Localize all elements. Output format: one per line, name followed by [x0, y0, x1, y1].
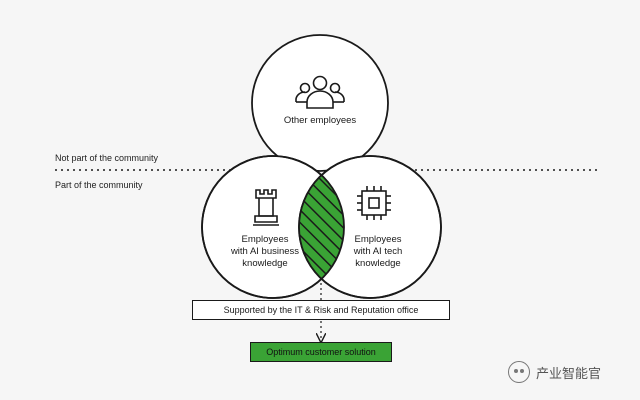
wechat-logo-icon: [508, 361, 530, 383]
solution-box: Optimum customer solution: [250, 342, 392, 362]
watermark: 产业智能官: [508, 360, 601, 384]
other-employees-label: Other employees: [283, 115, 357, 126]
chess-rook-icon: [253, 189, 279, 226]
tech-label-line: Employees: [354, 234, 402, 245]
business-label-line: knowledge: [242, 258, 288, 269]
business-knowledge-label: Employees with AI business knowledge: [215, 234, 315, 270]
community-label: Part of the community: [55, 180, 143, 190]
people-group-icon: [295, 75, 345, 109]
not-community-label: Not part of the community: [55, 153, 159, 163]
tech-label-line: knowledge: [355, 258, 401, 269]
microchip-icon: [357, 186, 391, 220]
watermark-text: 产业智能官: [536, 366, 602, 382]
tech-label-line: with AI tech: [353, 246, 403, 257]
support-box: Supported by the IT & Risk and Reputatio…: [192, 300, 450, 320]
tech-knowledge-label: Employees with AI tech knowledge: [332, 234, 424, 270]
solution-box-text: Optimum customer solution: [266, 347, 376, 357]
support-box-text: Supported by the IT & Risk and Reputatio…: [223, 305, 419, 315]
business-label-line: with AI business: [230, 246, 300, 257]
business-label-line: Employees: [241, 234, 289, 245]
other-employees-circle: [251, 34, 389, 172]
